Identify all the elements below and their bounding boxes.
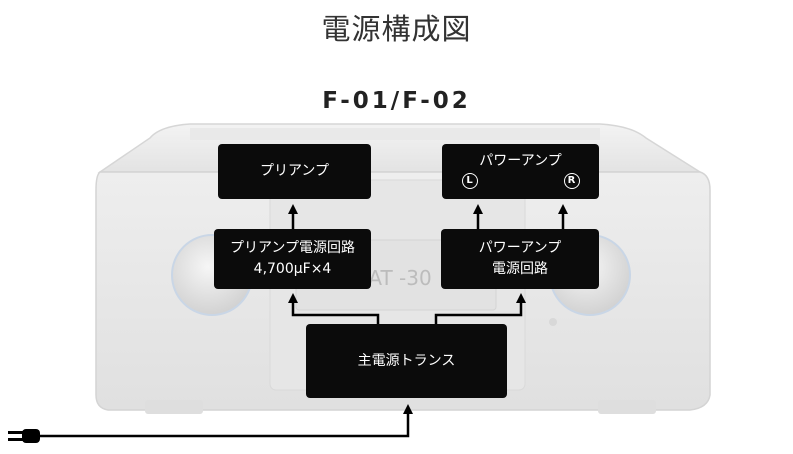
- preamp-supply-line2: 4,700μF×4: [253, 261, 332, 277]
- main-transformer-label: 主電源トランス: [357, 352, 456, 369]
- model-name: F-01/F-02: [322, 88, 471, 114]
- power-amp-block: パワーアンプ L R: [442, 144, 599, 199]
- background-display-text: AT -30: [368, 266, 431, 290]
- main-transformer-block: 主電源トランス: [306, 324, 507, 398]
- power-amp-power-supply-block: パワーアンプ 電源回路: [441, 229, 599, 289]
- preamp-power-supply-block: プリアンプ電源回路 4,700μF×4: [214, 229, 371, 289]
- power-amp-supply-line2: 電源回路: [492, 261, 548, 277]
- power-amp-label: パワーアンプ: [479, 152, 562, 169]
- left-channel-icon: L: [461, 172, 478, 189]
- power-amp-supply-line1: パワーアンプ: [478, 240, 562, 256]
- preamp-supply-line1: プリアンプ電源回路: [229, 240, 356, 256]
- preamp-label: プリアンプ: [259, 163, 330, 179]
- page-title: 電源構成図: [321, 12, 472, 46]
- preamp-block: プリアンプ: [218, 144, 371, 199]
- right-channel-icon: R: [563, 172, 580, 189]
